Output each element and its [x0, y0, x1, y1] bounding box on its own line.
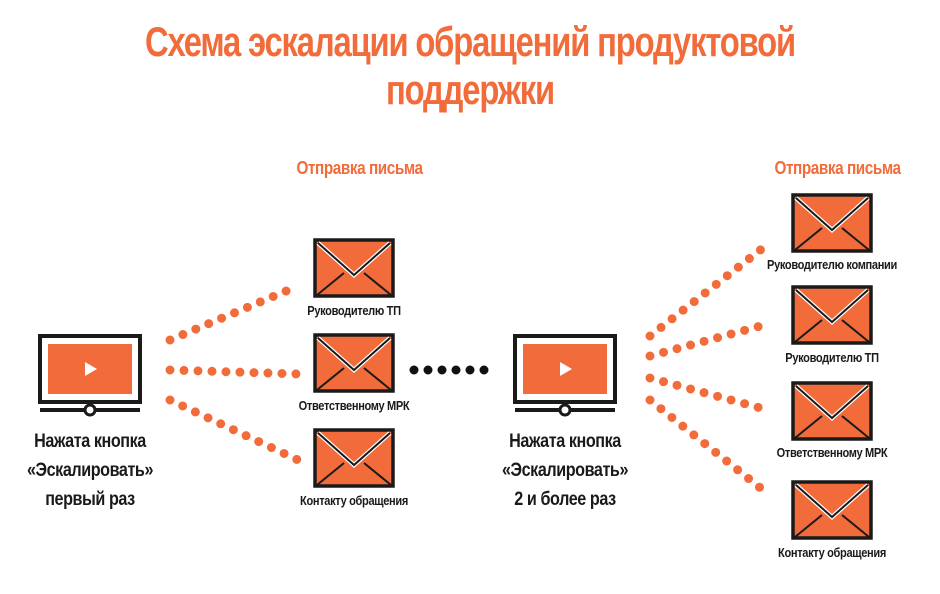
connector-line: [645, 395, 773, 499]
recipient-label: Ответственному МРК: [298, 398, 410, 413]
trigger-line: первый раз: [45, 489, 135, 510]
connector-line: [165, 395, 303, 465]
monitor-play-icon: [513, 334, 617, 417]
trigger-line: 2 и более раз: [514, 489, 616, 510]
connector-line: [165, 281, 303, 345]
trigger-line: Нажата кнопка: [34, 431, 146, 452]
trigger-label-first: Нажата кнопка «Эскалировать» первый раз: [14, 427, 167, 514]
recipient-label: Руководителю ТП: [307, 303, 401, 318]
connector-line: [165, 365, 303, 379]
envelope-icon: [793, 195, 871, 251]
envelope-icon: [793, 383, 871, 439]
envelope-icon: [315, 335, 393, 391]
recipient-label: Контакту обращения: [778, 545, 886, 560]
trigger-label-repeat: Нажата кнопка «Эскалировать» 2 и более р…: [489, 427, 642, 514]
trigger-line: «Эскалировать»: [26, 460, 154, 481]
connector-line: [645, 373, 773, 415]
trigger-line: Нажата кнопка: [509, 431, 621, 452]
envelope-icon: [793, 287, 871, 343]
trigger-line: «Эскалировать»: [501, 460, 629, 481]
send-letter-caption: Отправка письма: [296, 158, 424, 178]
envelope-icon: [315, 240, 393, 296]
connector-line: [645, 319, 773, 361]
recipient-label: Руководителю компании: [767, 257, 897, 272]
send-letter-caption: Отправка письма: [774, 158, 902, 178]
envelope-icon: [793, 482, 871, 538]
recipient-label: Ответственному МРК: [776, 445, 888, 460]
connector-line: [645, 239, 773, 341]
diagram-title: Схема эскалации обращений продуктовой по…: [145, 18, 796, 113]
monitor-play-icon: [38, 334, 142, 417]
recipient-label: Руководителю ТП: [785, 350, 879, 365]
recipient-label: Контакту обращения: [300, 493, 408, 508]
envelope-icon: [315, 430, 393, 486]
